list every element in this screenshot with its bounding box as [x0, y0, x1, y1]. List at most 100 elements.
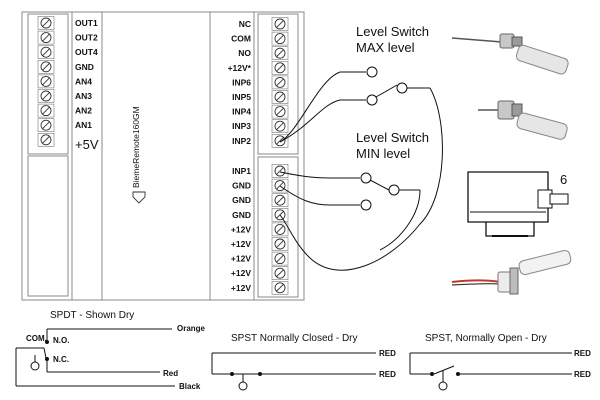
- right-top-terminal-label: COM: [231, 34, 251, 44]
- spst-nc-title: SPST Normally Closed - Dry: [231, 333, 358, 344]
- spst-nc-red2-label: RED: [379, 370, 396, 379]
- left-terminal-screw-icon: [37, 74, 55, 89]
- antenna-arrow-icon: [132, 191, 146, 204]
- left-lower-panel: [27, 155, 69, 297]
- level-switch-max: Level Switch MAX level: [340, 24, 430, 106]
- right-top-terminal-label: INP5: [232, 92, 251, 102]
- min-contact-right: [388, 184, 400, 196]
- spst-no-red2-label: RED: [574, 370, 591, 379]
- spdt-schematic: SPDT - Shown Dry COM. N.O. N.C. Orange R…: [15, 310, 206, 391]
- spdt-red-label: Red: [163, 369, 178, 378]
- spst-no-title: SPST, Normally Open - Dry: [425, 333, 547, 344]
- wire-max-to-gnd: [279, 87, 443, 271]
- spst-no-schematic: SPST, Normally Open - Dry RED RED: [409, 333, 591, 391]
- left-terminal-block: [27, 13, 69, 155]
- right-bottom-terminal-screw-icon: [271, 208, 289, 222]
- right-top-terminal-screw-icon: [271, 17, 289, 31]
- right-top-terminal-label: INP4: [232, 107, 251, 117]
- max-label-line2: MAX level: [356, 40, 415, 55]
- spdt-black-label: Black: [179, 382, 201, 391]
- left-terminal-label: AN1: [75, 120, 92, 130]
- board-outline: [21, 11, 305, 301]
- max-contact-right: [396, 82, 408, 94]
- left-terminal-screw-icon: [37, 30, 55, 45]
- right-top-terminal-screw-icon: [271, 60, 289, 75]
- right-top-terminal-label: +12V*: [228, 63, 252, 73]
- right-bottom-terminal-screw-icon: [271, 266, 289, 281]
- spdt-nc-label: N.C.: [53, 355, 69, 364]
- right-top-terminal-label: INP6: [232, 77, 251, 87]
- spdt-no-label: N.O.: [53, 336, 69, 345]
- max-label-line1: Level Switch: [356, 24, 429, 39]
- right-bottom-terminal-label: +12V: [231, 224, 251, 234]
- left-terminal-label: AN4: [75, 76, 92, 86]
- min-label-line1: Level Switch: [356, 130, 429, 145]
- level-switch-min: Level Switch MIN level: [330, 130, 429, 211]
- sensor-photo-3: [451, 249, 572, 295]
- sensor-drawing-label: 6: [560, 172, 567, 187]
- sensor-photo-1: [451, 33, 569, 75]
- connection-wires: [279, 71, 443, 271]
- right-bottom-terminal-label: GND: [232, 181, 251, 191]
- right-bottom-terminal-label: INP1: [232, 166, 251, 176]
- left-terminal-screw-icon: [37, 45, 55, 60]
- spst-nc-schematic: SPST Normally Closed - Dry RED RED: [211, 333, 396, 391]
- left-terminal-label: OUT1: [75, 18, 98, 28]
- left-terminal-label: AN2: [75, 106, 92, 116]
- right-bottom-terminal-label: GND: [232, 210, 251, 220]
- sensor-drawing: 6: [467, 171, 569, 237]
- right-bottom-terminal-label: +12V: [231, 268, 251, 278]
- spst-no-red1-label: RED: [574, 349, 591, 358]
- right-bottom-terminal-label: +12V: [231, 283, 251, 293]
- right-top-terminal-label: NO: [238, 48, 251, 58]
- left-terminal-screw-icon: [37, 16, 55, 30]
- right-top-terminal-screw-icon: [271, 90, 289, 104]
- left-terminal-screw-icon: [37, 59, 55, 74]
- left-terminal-label: +5V: [75, 137, 99, 152]
- wire-min-return: [379, 189, 421, 251]
- max-contact-top: [366, 66, 378, 78]
- right-bottom-terminal-screw-icon: [271, 164, 289, 178]
- left-terminal-screw-icon: [37, 103, 55, 118]
- right-top-terminal-screw-icon: [271, 46, 289, 61]
- right-bottom-terminals: [271, 164, 289, 295]
- wire-gnd-min: [279, 185, 331, 206]
- board-name: BiemeRemote160GM: [131, 106, 141, 188]
- spdt-com-label: COM.: [26, 334, 47, 343]
- wire-inp1-min: [279, 171, 331, 179]
- right-top-terminal-screw-icon: [271, 75, 289, 90]
- left-terminal-label: OUT2: [75, 33, 98, 43]
- right-bottom-terminal-block: [257, 156, 299, 298]
- left-terminal-screw-icon: [37, 133, 55, 147]
- spdt-title: SPDT - Shown Dry: [50, 310, 134, 321]
- right-top-terminal-screw-icon: [271, 104, 289, 119]
- right-top-terminal-block: [257, 13, 299, 155]
- left-terminal-screw-icon: [37, 118, 55, 132]
- right-bottom-terminal-screw-icon: [271, 280, 289, 295]
- left-terminal-label: AN3: [75, 91, 92, 101]
- min-label-line2: MIN level: [356, 146, 410, 161]
- spst-nc-red1-label: RED: [379, 349, 396, 358]
- sensor-photo-2: [478, 100, 568, 140]
- right-bottom-terminal-label: +12V: [231, 239, 251, 249]
- left-terminal-label: OUT4: [75, 47, 98, 57]
- right-bottom-terminal-screw-icon: [271, 222, 289, 237]
- right-top-terminal-label: INP2: [232, 136, 251, 146]
- wire-inp2-max: [279, 71, 341, 143]
- max-contact-common: [366, 94, 378, 106]
- right-top-terminal-screw-icon: [271, 31, 289, 46]
- right-top-terminals: [271, 17, 289, 148]
- right-top-terminal-label: INP3: [232, 121, 251, 131]
- left-terminals: [37, 16, 55, 147]
- spdt-orange-label: Orange: [177, 324, 206, 333]
- left-terminal-screw-icon: [37, 89, 55, 103]
- right-top-terminal-screw-icon: [271, 134, 289, 148]
- wire-inp2-max-b: [279, 99, 341, 143]
- right-bottom-terminal-label: GND: [232, 195, 251, 205]
- right-bottom-terminal-label: +12V: [231, 254, 251, 264]
- left-terminal-label: GND: [75, 62, 94, 72]
